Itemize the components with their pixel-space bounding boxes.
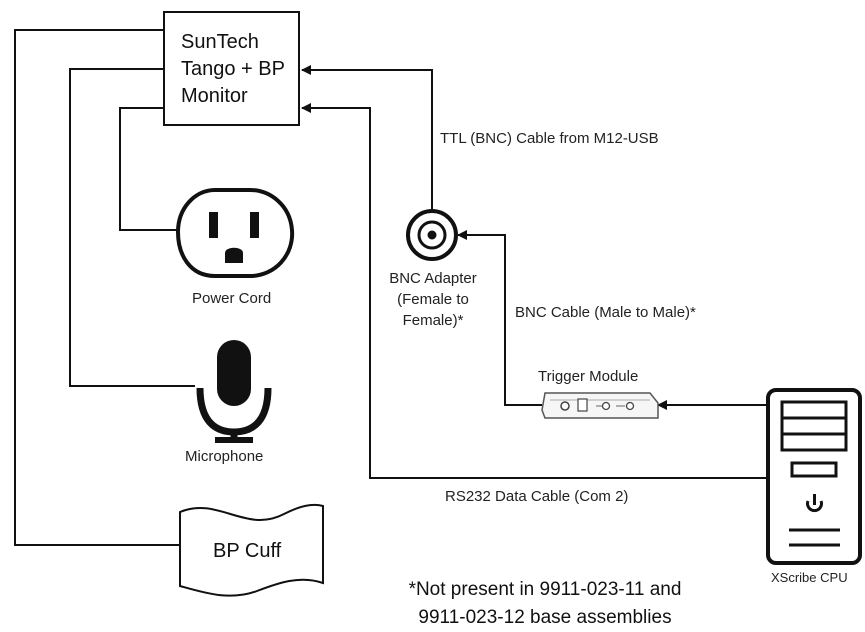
footnote: *Not present in 9911-023-11 and 9911-023… — [408, 579, 682, 628]
power-cord-label: Power Cord — [192, 290, 272, 307]
microphone-icon — [196, 340, 272, 443]
bp-cuff-flag — [179, 503, 324, 597]
ttl-cable-label: TTL (BNC) Cable from M12-USB — [440, 130, 659, 147]
rs232-cable-label: RS232 Data Cable (Com 2) — [445, 488, 629, 505]
bp-cuff-line — [14, 29, 180, 546]
xscribe-cpu-label: XScribe CPU — [771, 570, 848, 585]
bnc-adapter-label-line-3: Female)* — [402, 312, 464, 329]
ttl-cable-line — [301, 65, 433, 210]
power-outlet-icon — [175, 188, 295, 278]
bnc-adapter-label-line-1: BNC Adapter — [389, 270, 477, 287]
computer-tower-icon — [766, 388, 862, 565]
bnc-connector-icon — [406, 209, 458, 261]
bnc-adapter-label: BNC Adapter (Female to Female)* — [380, 268, 486, 331]
trigger-module-icon — [541, 392, 659, 419]
monitor-label: SunTech Tango + BP Monitor — [181, 31, 285, 107]
power-cord-line — [119, 107, 180, 231]
trigger-module-label: Trigger Module — [538, 368, 639, 385]
bnc-cable-line — [457, 230, 542, 406]
microphone-line — [69, 68, 195, 387]
rs232-cable-line — [301, 103, 768, 479]
suntech-monitor-box: SunTech Tango + BP Monitor — [163, 11, 300, 126]
microphone-label: Microphone — [185, 448, 264, 465]
bnc-adapter-label-line-2: (Female to — [397, 291, 469, 308]
bp-cuff-label: BP Cuff — [213, 540, 282, 562]
bnc-cable-label: BNC Cable (Male to Male)* — [515, 304, 696, 321]
